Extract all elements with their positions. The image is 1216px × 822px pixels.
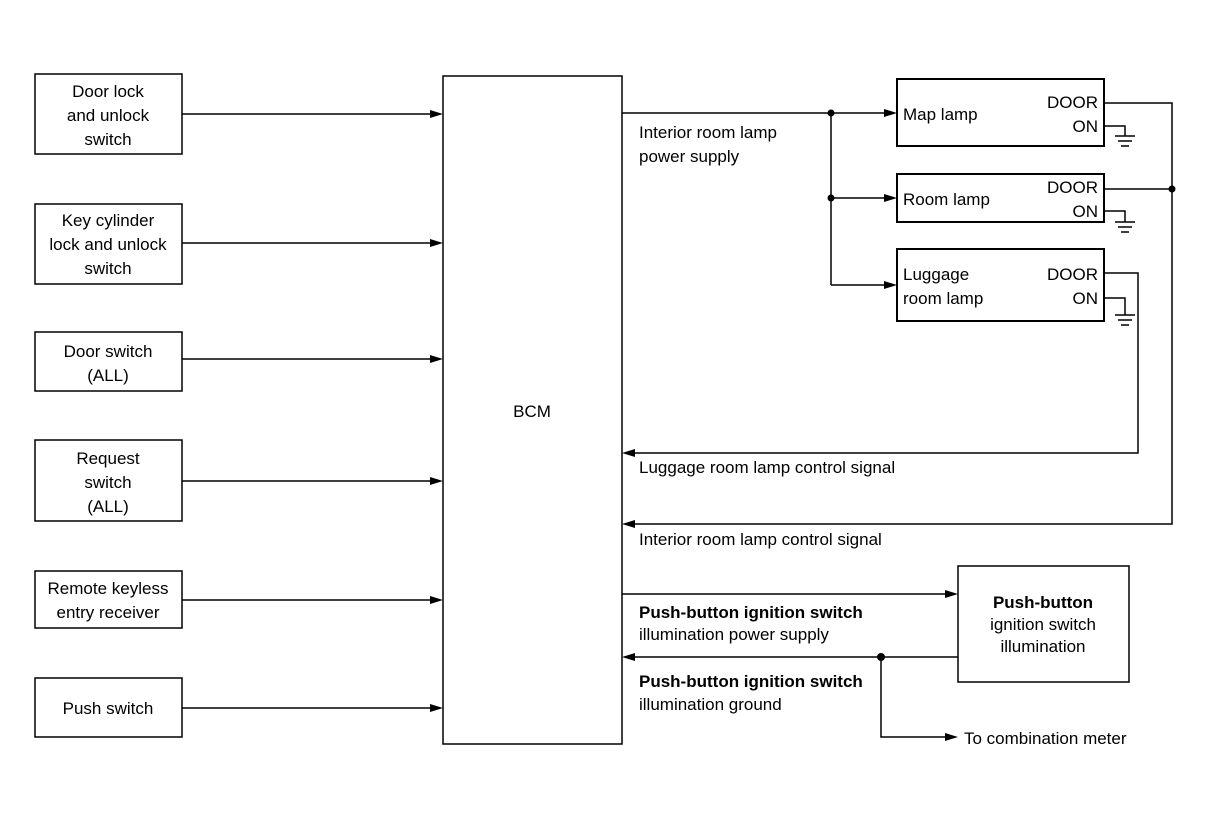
illumination-power-arrow bbox=[945, 590, 958, 598]
map-lamp-on-terminal: ON bbox=[1073, 117, 1099, 136]
door-switch-label-1: Door switch bbox=[64, 342, 153, 361]
door-switch-label-2: (ALL) bbox=[87, 366, 129, 385]
interior-lamp-control-signal-label: Interior room lamp control signal bbox=[639, 530, 882, 549]
push-button-illumination-block: Push-button ignition switch illumination bbox=[957, 565, 1130, 683]
key-cylinder-switch-box bbox=[34, 203, 183, 285]
room-lamp-on-terminal: ON bbox=[1073, 202, 1099, 221]
door-lock-unlock-switch-block: Door lock and unlock switch bbox=[34, 73, 183, 155]
remote-keyless-receiver-arrow bbox=[430, 596, 443, 604]
luggage-lamp-ground-icon bbox=[1104, 297, 1135, 326]
door-switch-arrow bbox=[430, 355, 443, 363]
door-lock-switch-arrow bbox=[430, 110, 443, 118]
key-cylinder-switch-block: Key cylinder lock and unlock switch bbox=[34, 203, 183, 285]
push-button-illumination-label-3: illumination bbox=[1000, 637, 1085, 656]
door-lock-unlock-switch-label-2: and unlock bbox=[67, 106, 150, 125]
interior-lamp-power-supply-label-2: power supply bbox=[639, 147, 740, 166]
remote-keyless-receiver-label-1: Remote keyless bbox=[48, 579, 169, 598]
room-lamp-door-terminal: DOOR bbox=[1047, 178, 1098, 197]
key-cylinder-switch-label-2: lock and unlock bbox=[49, 235, 167, 254]
push-button-illumination-box bbox=[957, 565, 1130, 683]
ground-symbols bbox=[1104, 125, 1135, 326]
door-lock-unlock-switch-box bbox=[34, 73, 183, 155]
luggage-room-lamp-door-terminal: DOOR bbox=[1047, 265, 1098, 284]
request-switch-label-3: (ALL) bbox=[87, 497, 129, 516]
push-switch-label: Push switch bbox=[63, 699, 154, 718]
illumination-ground-label-2: illumination ground bbox=[639, 695, 782, 714]
request-switch-label-2: switch bbox=[84, 473, 131, 492]
luggage-lamp-control-wire bbox=[634, 272, 1139, 454]
push-switch-block: Push switch bbox=[34, 677, 183, 738]
remote-keyless-receiver-box bbox=[34, 570, 183, 629]
map-lamp-door-terminal: DOOR bbox=[1047, 93, 1098, 112]
key-cylinder-switch-label-1: Key cylinder bbox=[62, 211, 155, 230]
remote-keyless-receiver-block: Remote keyless entry receiver bbox=[34, 570, 183, 629]
door-switch-box bbox=[34, 331, 183, 392]
bcm-label: BCM bbox=[513, 402, 551, 421]
map-lamp-block: Map lamp DOOR ON bbox=[896, 78, 1105, 147]
push-button-illumination-label-2: ignition switch bbox=[990, 615, 1096, 634]
request-switch-arrow bbox=[430, 477, 443, 485]
map-lamp-box bbox=[896, 78, 1105, 147]
input-wires bbox=[182, 110, 443, 712]
request-switch-label-1: Request bbox=[76, 449, 140, 468]
luggage-lamp-power-arrow bbox=[884, 281, 897, 289]
request-switch-block: Request switch (ALL) bbox=[34, 439, 183, 522]
illumination-ground-label-1: Push-button ignition switch bbox=[639, 672, 863, 691]
luggage-room-lamp-on-terminal: ON bbox=[1073, 289, 1099, 308]
luggage-lamp-control-arrow bbox=[622, 449, 635, 457]
push-switch-box bbox=[34, 677, 183, 738]
luggage-room-lamp-label-1: Luggage bbox=[903, 265, 969, 284]
room-lamp-ground-icon bbox=[1104, 210, 1135, 233]
push-button-illumination-label-1: Push-button bbox=[993, 593, 1093, 612]
luggage-room-lamp-label-2: room lamp bbox=[903, 289, 983, 308]
map-lamp-ground-icon bbox=[1104, 125, 1135, 147]
room-lamp-box bbox=[896, 173, 1105, 223]
push-switch-arrow bbox=[430, 704, 443, 712]
interior-lamp-power-supply-label-1: Interior room lamp bbox=[639, 123, 777, 142]
combination-meter-wire bbox=[880, 657, 946, 738]
map-lamp-label: Map lamp bbox=[903, 105, 978, 124]
door-switch-block: Door switch (ALL) bbox=[34, 331, 183, 392]
remote-keyless-receiver-label-2: entry receiver bbox=[57, 603, 160, 622]
request-switch-box bbox=[34, 439, 183, 522]
key-cylinder-switch-label-3: switch bbox=[84, 259, 131, 278]
luggage-room-lamp-block: Luggage room lamp DOOR ON bbox=[896, 248, 1105, 322]
to-combination-meter-label: To combination meter bbox=[964, 729, 1127, 748]
luggage-lamp-control-signal-label: Luggage room lamp control signal bbox=[639, 458, 895, 477]
illumination-power-supply-label-2: illumination power supply bbox=[639, 625, 829, 644]
combination-meter-arrow bbox=[945, 733, 958, 741]
lamp-power-junction-1 bbox=[827, 109, 835, 117]
door-control-signal-wiring: Luggage room lamp control signal Interio… bbox=[622, 102, 1176, 549]
interior-lamp-control-junction bbox=[1168, 185, 1176, 193]
door-lock-unlock-switch-label-3: switch bbox=[84, 130, 131, 149]
bcm-block: BCM bbox=[442, 75, 623, 745]
illumination-ground-arrow bbox=[622, 653, 635, 661]
key-cylinder-switch-arrow bbox=[430, 239, 443, 247]
room-lamp-label: Room lamp bbox=[903, 190, 990, 209]
room-lamp-block: Room lamp DOOR ON bbox=[896, 173, 1105, 223]
interior-lamp-control-arrow bbox=[622, 520, 635, 528]
map-lamp-power-arrow bbox=[884, 109, 897, 117]
bcm-box bbox=[442, 75, 623, 745]
luggage-room-lamp-box bbox=[896, 248, 1105, 322]
illumination-wiring: Push-button ignition switch illumination… bbox=[622, 590, 1127, 748]
room-lamp-power-arrow bbox=[884, 194, 897, 202]
lamp-power-supply-wiring: Interior room lamp power supply bbox=[622, 109, 897, 289]
illumination-power-supply-label-1: Push-button ignition switch bbox=[639, 603, 863, 622]
door-lock-unlock-switch-label-1: Door lock bbox=[72, 82, 144, 101]
interior-lamp-control-wire bbox=[634, 102, 1173, 525]
